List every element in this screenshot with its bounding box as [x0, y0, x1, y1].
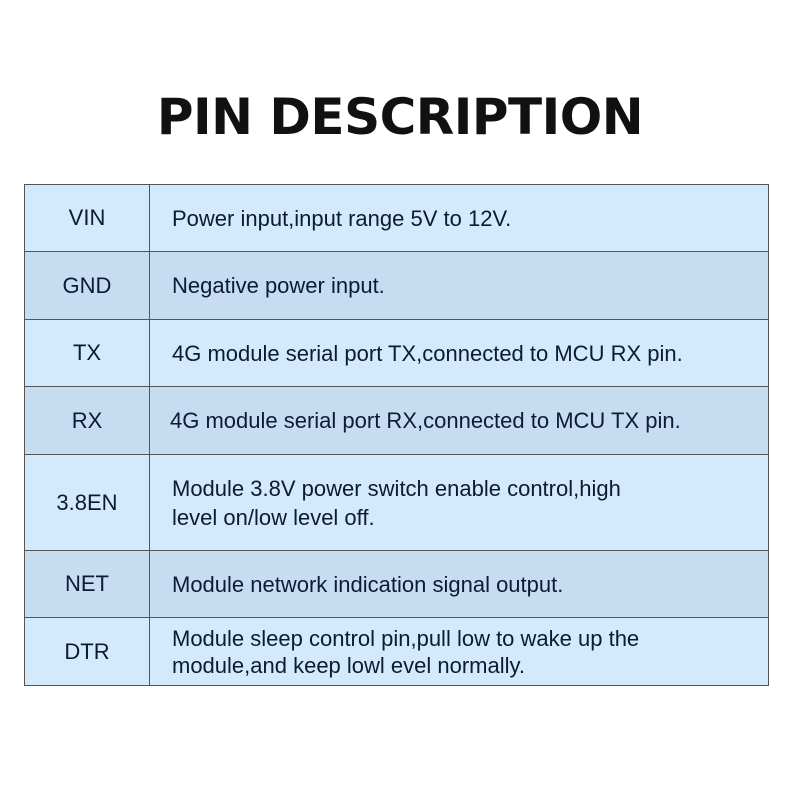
pin-name: 3.8EN	[24, 454, 150, 551]
pin-name: NET	[24, 550, 150, 618]
pin-name: DTR	[24, 617, 150, 686]
desc-line-2: module,and keep lowl evel normally.	[172, 652, 525, 678]
pin-description: Module 3.8V power switch enable control,…	[149, 454, 769, 551]
table-row: 3.8EN Module 3.8V power switch enable con…	[24, 454, 769, 551]
pin-name: RX	[24, 386, 150, 455]
pin-name: GND	[24, 251, 150, 320]
desc-line-1: Module 3.8V power switch enable control,…	[172, 475, 621, 501]
pin-description: Negative power input.	[149, 251, 769, 320]
table-row: DTR Module sleep control pin,pull low to …	[24, 617, 769, 686]
pin-description: 4G module serial port TX,connected to MC…	[149, 319, 769, 387]
desc-line-2: level on/low level off.	[172, 504, 375, 530]
pin-name: VIN	[24, 184, 150, 252]
pin-description: Module network indication signal output.	[149, 550, 769, 618]
pin-description: Power input,input range 5V to 12V.	[149, 184, 769, 252]
pin-name: TX	[24, 319, 150, 387]
desc-line-1: Module sleep control pin,pull low to wak…	[172, 625, 640, 651]
pin-description: Module sleep control pin,pull low to wak…	[149, 617, 769, 686]
page-title: PIN DESCRIPTION	[156, 88, 644, 146]
pin-description: 4G module serial port RX,connected to MC…	[149, 386, 769, 455]
